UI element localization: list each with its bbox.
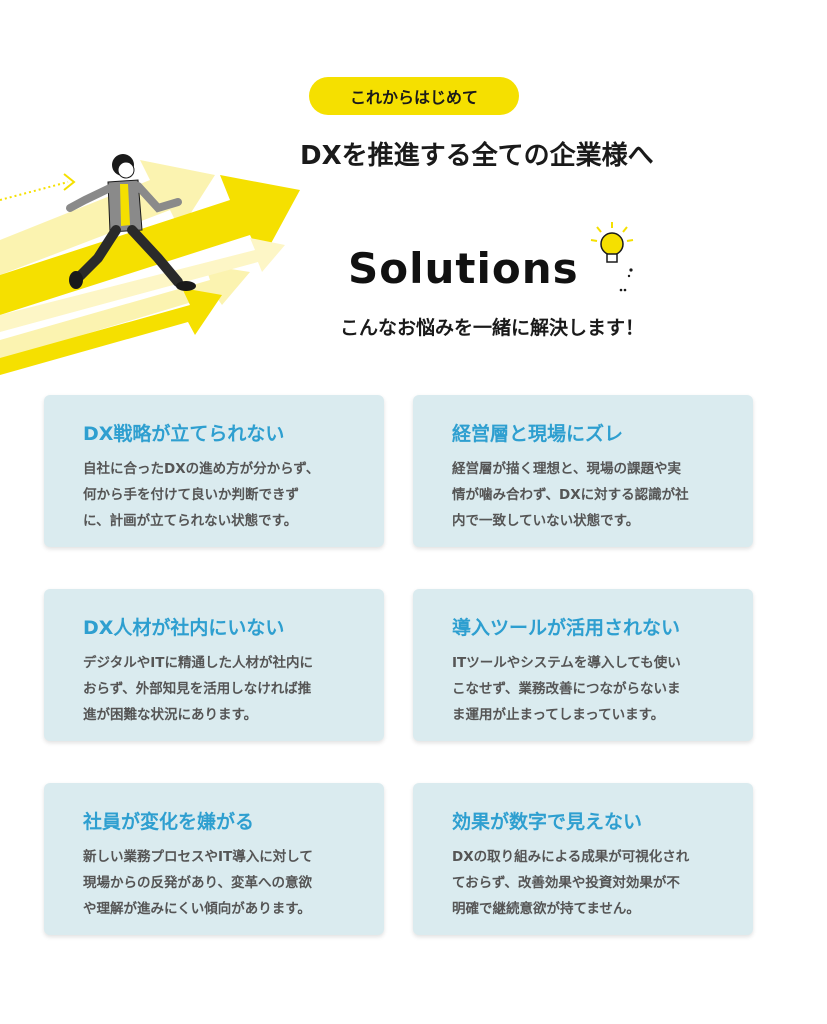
running-businessman-illustration xyxy=(0,154,300,375)
card-description-line: 情が噛み合わず、DXに対する認識が社 xyxy=(452,487,689,503)
problem-card-talent: DX人材が社内にいない デジタルやITに精通した人材が社内に おらず、外部知見を… xyxy=(44,589,384,741)
card-description: 経営層が描く理想と、現場の課題や実 情が噛み合わず、DXに対する認識が社 内で一… xyxy=(452,456,733,534)
card-description-line: 明確で継続意欲が持てません。 xyxy=(452,901,640,917)
card-description-line: デジタルやITに精通した人材が社内に xyxy=(83,655,313,671)
card-description: ITツールやシステムを導入しても使い こなせず、業務改善につながらないま ま運用… xyxy=(452,650,733,728)
card-description-line: 何から手を付けて良いか判断できず xyxy=(83,487,299,503)
intro-pill-badge: これからはじめて xyxy=(309,77,519,115)
card-description: 自社に合ったDXの進め方が分からず、 何から手を付けて良いか判断できず に、計画… xyxy=(83,456,364,534)
page-title: Solutions xyxy=(348,244,579,293)
lightbulb-icon xyxy=(590,222,634,292)
card-description-line: 自社に合ったDXの進め方が分からず、 xyxy=(83,461,320,477)
card-description-line: ま運用が止まってしまっています。 xyxy=(452,707,665,723)
card-description: 新しい業務プロセスやIT導入に対して 現場からの反発があり、変革への意欲 や理解… xyxy=(83,844,364,922)
card-description-line: 内で一致していない状態です。 xyxy=(452,513,640,529)
hero-section: これからはじめて DXを推進する全ての企業様へ Solutions こんなお悩み… xyxy=(0,0,827,380)
problem-card-management-gap: 経営層と現場にズレ 経営層が描く理想と、現場の課題や実 情が噛み合わず、DXに対… xyxy=(413,395,753,547)
card-description-line: 進が困難な状況にあります。 xyxy=(83,707,258,723)
card-description-line: 経営層が描く理想と、現場の課題や実 xyxy=(452,461,681,477)
card-description-line: 新しい業務プロセスやIT導入に対して xyxy=(83,849,313,865)
card-description-line: に、計画が立てられない状態です。 xyxy=(83,513,298,529)
page-subtitle: こんなお悩みを一緒に解決します！ xyxy=(340,317,645,339)
card-title: 社員が変化を嫌がる xyxy=(83,811,255,833)
card-description-line: おらず、外部知見を活用しなければ推 xyxy=(83,681,312,697)
card-description-line: DXの取り組みによる成果が可視化され xyxy=(452,849,690,865)
card-description: DXの取り組みによる成果が可視化され ておらず、改善効果や投資対効果が不 明確で… xyxy=(452,844,733,922)
card-description-line: や理解が進みにくい傾向があります。 xyxy=(83,901,311,917)
problem-card-resistance: 社員が変化を嫌がる 新しい業務プロセスやIT導入に対して 現場からの反発があり、… xyxy=(44,783,384,935)
card-title: 導入ツールが活用されない xyxy=(452,617,681,639)
card-description-line: 現場からの反発があり、変革への意欲 xyxy=(83,875,312,891)
card-title: 効果が数字で見えない xyxy=(452,811,643,833)
problem-card-metrics: 効果が数字で見えない DXの取り組みによる成果が可視化され ておらず、改善効果や… xyxy=(413,783,753,935)
card-description-line: ておらず、改善効果や投資対効果が不 xyxy=(452,875,680,891)
card-title: DX人材が社内にいない xyxy=(83,617,285,639)
card-title: 経営層と現場にズレ xyxy=(452,423,624,445)
problem-card-strategy: DX戦略が立てられない 自社に合ったDXの進め方が分からず、 何から手を付けて良… xyxy=(44,395,384,547)
card-description: デジタルやITに精通した人材が社内に おらず、外部知見を活用しなければ推 進が困… xyxy=(83,650,364,728)
page-headline: DXを推進する全ての企業様へ xyxy=(300,141,654,171)
card-title: DX戦略が立てられない xyxy=(83,423,285,445)
card-description-line: ITツールやシステムを導入しても使い xyxy=(452,655,681,671)
problem-card-tool-adoption: 導入ツールが活用されない ITツールやシステムを導入しても使い こなせず、業務改… xyxy=(413,589,753,741)
card-description-line: こなせず、業務改善につながらないま xyxy=(452,681,681,697)
